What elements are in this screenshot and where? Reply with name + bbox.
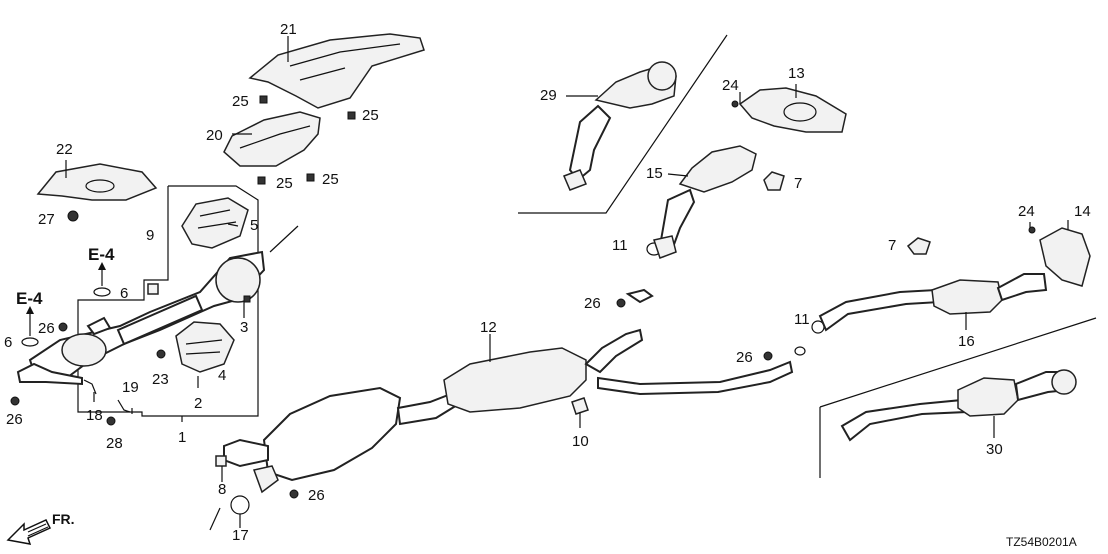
callout-8: 8 <box>218 481 226 498</box>
callout-1: 1 <box>178 429 186 446</box>
leader-lines <box>181 376 199 422</box>
front-direction-label: FR. <box>52 511 75 527</box>
alt-tailpipe-finisher <box>738 87 847 191</box>
callout-25-c: 25 <box>276 175 293 192</box>
callout-6-b: 6 <box>4 334 12 351</box>
callout-4: 4 <box>218 367 226 384</box>
callout-18: 18 <box>86 407 103 424</box>
callout-20: 20 <box>206 127 223 144</box>
converter-cover-upper <box>181 197 249 249</box>
callout-29: 29 <box>540 87 557 104</box>
diagram-code: TZ54B0201A <box>1006 535 1077 549</box>
callout-28: 28 <box>106 435 123 452</box>
callout-21: 21 <box>280 21 297 38</box>
middle-heat-insulator <box>223 111 321 167</box>
callout-12: 12 <box>480 319 497 336</box>
front-heat-insulator <box>36 163 158 201</box>
alt-rear-muffler-30 <box>840 369 1077 442</box>
callout-26-a: 26 <box>38 320 55 337</box>
alt-muffler-29 <box>563 61 677 191</box>
callout-26-d: 26 <box>584 295 601 312</box>
callout-23: 23 <box>152 371 169 388</box>
gaskets-left <box>21 283 251 413</box>
callout-leaders <box>65 36 1069 531</box>
bolts <box>10 95 1036 499</box>
callout-11-a: 11 <box>612 237 628 254</box>
callout-2: 2 <box>194 395 202 412</box>
callout-17: 17 <box>232 527 249 544</box>
callout-9: 9 <box>146 227 154 244</box>
callout-7-b: 7 <box>888 237 896 254</box>
callout-25-d: 25 <box>322 171 339 188</box>
callout-13: 13 <box>788 65 805 82</box>
callout-3: 3 <box>240 319 248 336</box>
callout-16: 16 <box>958 333 975 350</box>
callout-7-a: 7 <box>794 175 802 192</box>
callout-11-b: 11 <box>794 311 810 328</box>
callout-30: 30 <box>986 441 1003 458</box>
rear-muffler <box>818 227 1091 332</box>
upper-heat-insulator <box>248 33 425 109</box>
alt-muffler-15 <box>653 145 757 259</box>
callout-15: 15 <box>646 165 663 182</box>
callout-24-b: 24 <box>1018 203 1035 220</box>
ref-e4-upper: E-4 <box>88 245 115 264</box>
callout-27: 27 <box>38 211 55 228</box>
callout-10: 10 <box>572 433 589 450</box>
converter-cover-lower <box>175 321 235 373</box>
ref-e4-lower: E-4 <box>16 289 43 308</box>
callout-14: 14 <box>1074 203 1091 220</box>
reference-labels: E-4 E-4 <box>16 245 115 336</box>
converter-group-bracket <box>77 185 259 417</box>
center-muffler <box>215 288 794 494</box>
callout-5: 5 <box>250 217 258 234</box>
callout-6-a: 6 <box>120 285 128 302</box>
callout-25-b: 25 <box>362 107 379 124</box>
front-direction-arrow: FR. <box>6 511 75 545</box>
callout-26-b: 26 <box>6 411 23 428</box>
callouts: 21 25 25 20 25 25 22 27 5 9 6 6 26 26 3 … <box>4 21 1091 544</box>
callout-19: 19 <box>122 379 139 396</box>
callout-26-c: 26 <box>308 487 325 504</box>
callout-24-a: 24 <box>722 77 739 94</box>
callout-26-e: 26 <box>736 349 753 366</box>
callout-22: 22 <box>56 141 73 158</box>
callout-25-a: 25 <box>232 93 249 110</box>
divider-lines <box>518 34 1097 478</box>
front-converter <box>16 250 266 386</box>
